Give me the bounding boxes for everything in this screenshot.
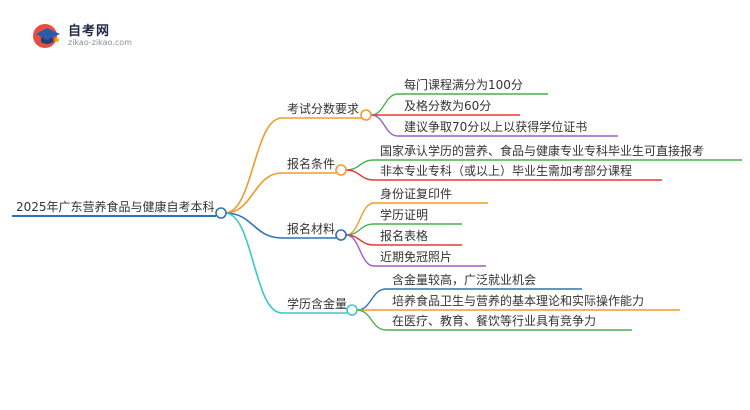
leaf-label: 报名表格	[380, 228, 428, 243]
leaf-label: 培养食品卫生与营养的基本理论和实际操作能力	[392, 293, 644, 308]
child-connector	[345, 159, 375, 171]
branch-label: 考试分数要求	[287, 101, 359, 116]
branch-node	[360, 109, 372, 121]
root-label: 2025年广东营养食品与健康自考本科	[16, 199, 215, 214]
leaf-label: 非本专业专科（或以上）毕业生需加考部分课程	[380, 163, 632, 178]
leaf-label: 国家承认学历的营养、食品与健康专业专科毕业生可直接报考	[380, 143, 704, 158]
branch-node	[346, 304, 358, 316]
leaf-label: 近期免冠照片	[380, 249, 452, 264]
leaf-label: 每门课程满分为100分	[404, 77, 523, 92]
branch-label: 报名条件	[287, 156, 335, 171]
branch-connector	[224, 212, 283, 239]
child-connector	[370, 93, 399, 116]
branch-connector	[224, 172, 283, 214]
branch-node	[335, 164, 347, 176]
leaf-label: 学历证明	[380, 207, 428, 222]
leaf-label: 身份证复印件	[380, 186, 452, 201]
branch-node	[335, 229, 347, 241]
child-connector	[345, 169, 375, 181]
leaf-label: 含金量较高，广泛就业机会	[392, 272, 536, 287]
leaf-label: 建议争取70分以上以获得学位证书	[404, 119, 587, 134]
logo-title: 自考网	[68, 24, 111, 39]
child-connector	[370, 114, 399, 137]
branch-label: 学历含金量	[287, 296, 347, 311]
child-connector	[356, 288, 387, 311]
leaf-label: 及格分数为60分	[404, 98, 491, 113]
branch-connector	[224, 117, 283, 214]
graduation-cap-icon	[33, 24, 60, 48]
branch-label: 报名材料	[287, 221, 335, 236]
site-logo[interactable]: 自考网 zikao-zikao.com	[30, 20, 150, 54]
leaf-label: 在医疗、教育、餐饮等行业具有竞争力	[392, 313, 596, 328]
root-node	[215, 207, 227, 219]
logo-url: zikao-zikao.com	[68, 38, 132, 47]
child-connector	[345, 234, 375, 267]
branch-connector	[224, 212, 283, 314]
child-connector	[356, 309, 387, 331]
